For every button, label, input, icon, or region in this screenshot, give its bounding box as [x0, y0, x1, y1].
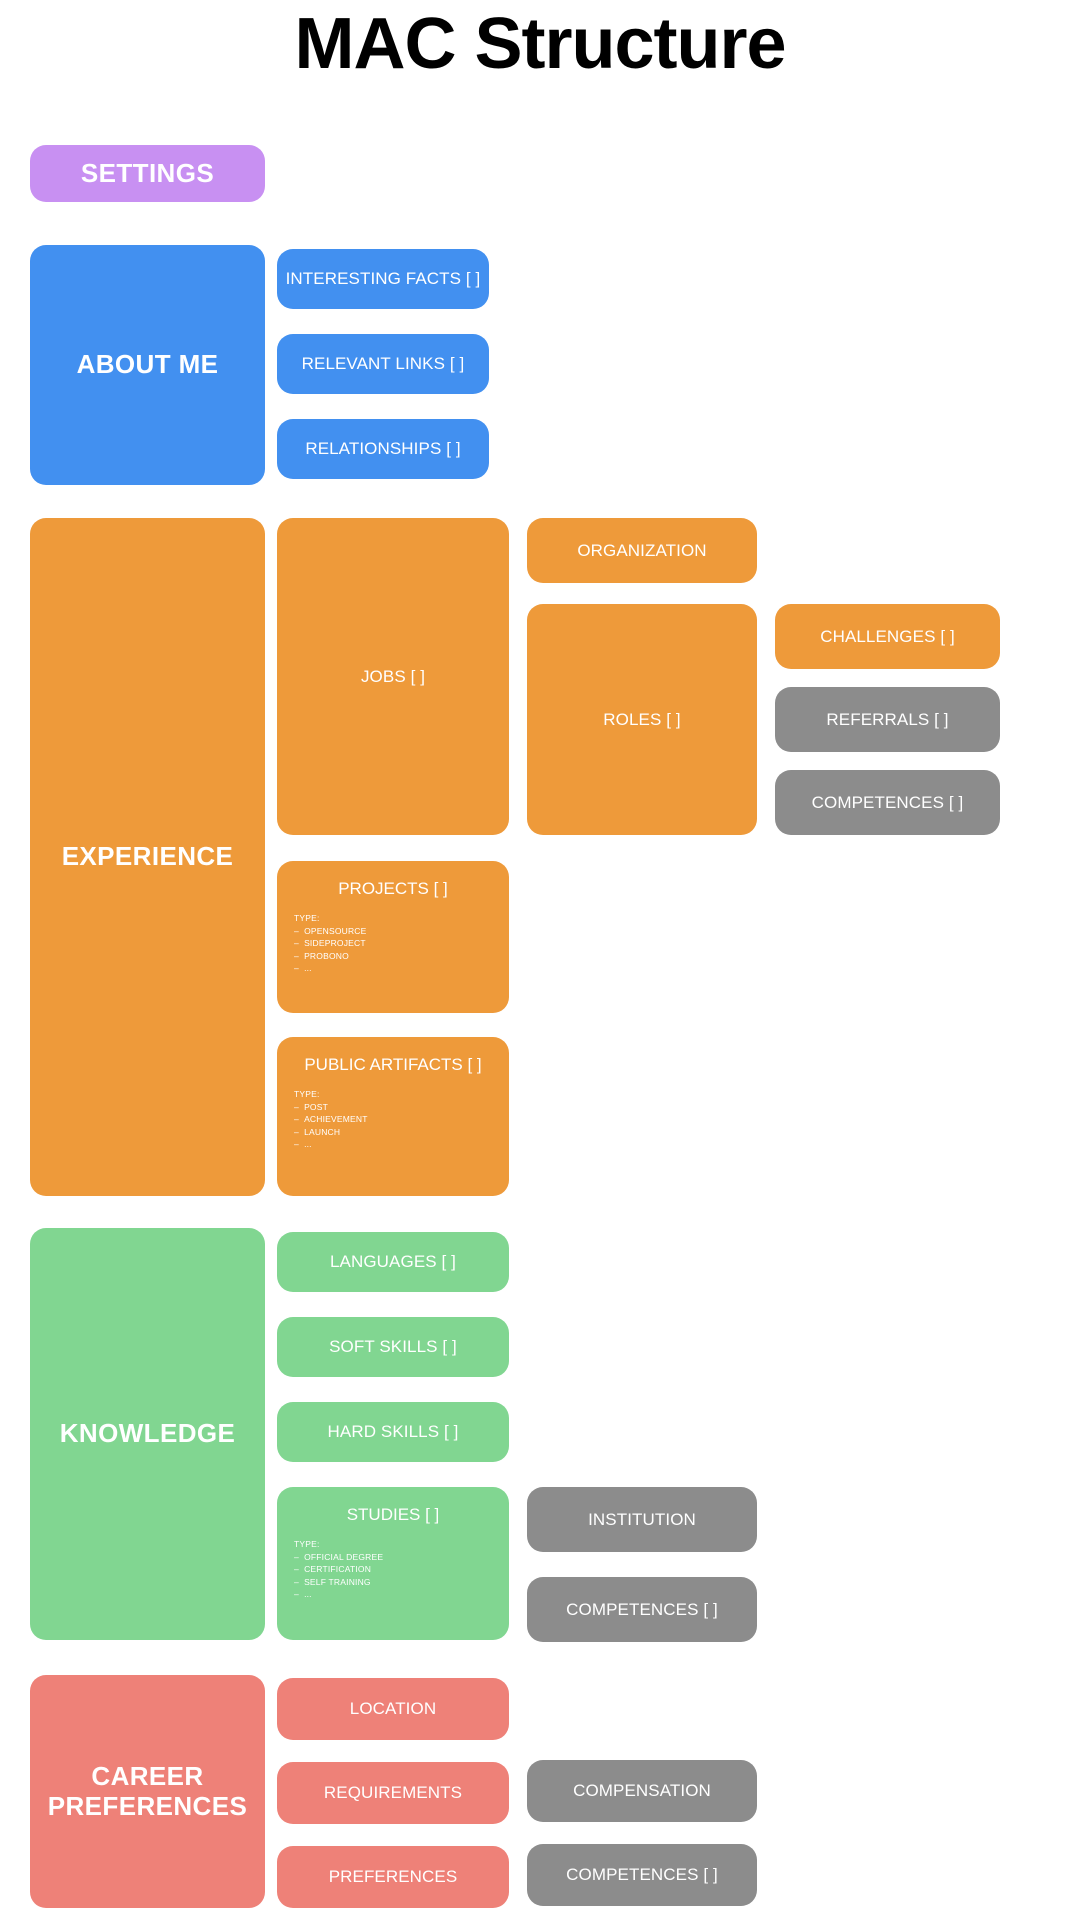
settings-label: SETTINGS	[80, 157, 215, 188]
preferences-label: PREFERENCES	[328, 1867, 458, 1887]
challenges-block[interactable]: CHALLENGES [ ]	[775, 604, 1000, 669]
studies-type-item: ...	[294, 1588, 509, 1601]
referrals-block[interactable]: REFERRALS [ ]	[775, 687, 1000, 752]
knowledge-block[interactable]: KNOWLEDGE	[30, 1228, 265, 1640]
knowledge-competences-label: COMPETENCES [ ]	[566, 1599, 718, 1619]
projects-type-header: TYPE:	[294, 913, 320, 924]
career-preferences-block[interactable]: CAREER PREFERENCES	[30, 1675, 265, 1908]
studies-type-list: TYPE: OFFICIAL DEGREE CERTIFICATION SELF…	[277, 1538, 509, 1601]
public-artifacts-type-item: LAUNCH	[294, 1126, 509, 1139]
public-artifacts-block[interactable]: PUBLIC ARTIFACTS [ ] TYPE: POST ACHIEVEM…	[277, 1037, 509, 1196]
location-label: LOCATION	[349, 1699, 437, 1719]
referrals-label: REFERRALS [ ]	[826, 709, 949, 729]
public-artifacts-type-header: TYPE:	[294, 1089, 320, 1100]
languages-label: LANGUAGES [ ]	[329, 1252, 456, 1272]
knowledge-label: KNOWLEDGE	[59, 1418, 236, 1449]
studies-type-item: SELF TRAINING	[294, 1576, 509, 1589]
interesting-facts-block[interactable]: INTERESTING FACTS [ ]	[277, 249, 489, 309]
projects-block[interactable]: PROJECTS [ ] TYPE: OPENSOURCE SIDEPROJEC…	[277, 861, 509, 1013]
institution-label: INSTITUTION	[588, 1509, 696, 1529]
interesting-facts-label: INTERESTING FACTS [ ]	[285, 269, 481, 289]
projects-type-item: ...	[294, 962, 509, 975]
institution-block[interactable]: INSTITUTION	[527, 1487, 757, 1552]
about-me-block[interactable]: ABOUT ME	[30, 245, 265, 485]
compensation-block[interactable]: COMPENSATION	[527, 1760, 757, 1822]
career-preferences-label: CAREER PREFERENCES	[47, 1761, 248, 1821]
studies-type-item: CERTIFICATION	[294, 1563, 509, 1576]
settings-block[interactable]: SETTINGS	[30, 145, 265, 202]
experience-competences-block[interactable]: COMPETENCES [ ]	[775, 770, 1000, 835]
projects-label: PROJECTS [ ]	[338, 879, 448, 898]
public-artifacts-type-item: ...	[294, 1138, 509, 1151]
location-block[interactable]: LOCATION	[277, 1678, 509, 1740]
public-artifacts-type-item: ACHIEVEMENT	[294, 1113, 509, 1126]
relevant-links-label: RELEVANT LINKS [ ]	[301, 354, 465, 374]
organization-label: ORGANIZATION	[577, 540, 707, 560]
public-artifacts-type-list: TYPE: POST ACHIEVEMENT LAUNCH ...	[277, 1088, 509, 1151]
studies-block[interactable]: STUDIES [ ] TYPE: OFFICIAL DEGREE CERTIF…	[277, 1487, 509, 1640]
projects-type-item: SIDEPROJECT	[294, 937, 509, 950]
career-competences-block[interactable]: COMPETENCES [ ]	[527, 1844, 757, 1906]
compensation-label: COMPENSATION	[573, 1781, 711, 1801]
page-title: MAC Structure	[294, 4, 786, 84]
hard-skills-label: HARD SKILLS [ ]	[327, 1422, 459, 1442]
experience-block[interactable]: EXPERIENCE	[30, 518, 265, 1196]
challenges-label: CHALLENGES [ ]	[820, 626, 955, 646]
roles-label: ROLES [ ]	[603, 709, 681, 729]
preferences-block[interactable]: PREFERENCES	[277, 1846, 509, 1908]
studies-type-header: TYPE:	[294, 1539, 320, 1550]
requirements-block[interactable]: REQUIREMENTS	[277, 1762, 509, 1824]
experience-competences-label: COMPETENCES [ ]	[811, 792, 964, 812]
projects-type-item: PROBONO	[294, 950, 509, 963]
languages-block[interactable]: LANGUAGES [ ]	[277, 1232, 509, 1292]
relationships-block[interactable]: RELATIONSHIPS [ ]	[277, 419, 489, 479]
relevant-links-block[interactable]: RELEVANT LINKS [ ]	[277, 334, 489, 394]
studies-label: STUDIES [ ]	[346, 1505, 440, 1524]
jobs-block[interactable]: JOBS [ ]	[277, 518, 509, 835]
relationships-label: RELATIONSHIPS [ ]	[305, 439, 461, 459]
experience-label: EXPERIENCE	[61, 841, 234, 872]
hard-skills-block[interactable]: HARD SKILLS [ ]	[277, 1402, 509, 1462]
projects-type-item: OPENSOURCE	[294, 925, 509, 938]
requirements-label: REQUIREMENTS	[323, 1783, 463, 1803]
public-artifacts-type-item: POST	[294, 1101, 509, 1114]
roles-block[interactable]: ROLES [ ]	[527, 604, 757, 835]
soft-skills-label: SOFT SKILLS [ ]	[329, 1337, 457, 1357]
career-competences-label: COMPETENCES [ ]	[566, 1865, 718, 1885]
studies-type-item: OFFICIAL DEGREE	[294, 1551, 509, 1564]
organization-block[interactable]: ORGANIZATION	[527, 518, 757, 583]
projects-type-list: TYPE: OPENSOURCE SIDEPROJECT PROBONO ...	[277, 912, 509, 975]
jobs-label: JOBS [ ]	[360, 666, 426, 686]
soft-skills-block[interactable]: SOFT SKILLS [ ]	[277, 1317, 509, 1377]
knowledge-competences-block[interactable]: COMPETENCES [ ]	[527, 1577, 757, 1642]
about-me-label: ABOUT ME	[76, 349, 219, 380]
public-artifacts-label: PUBLIC ARTIFACTS [ ]	[304, 1055, 482, 1074]
